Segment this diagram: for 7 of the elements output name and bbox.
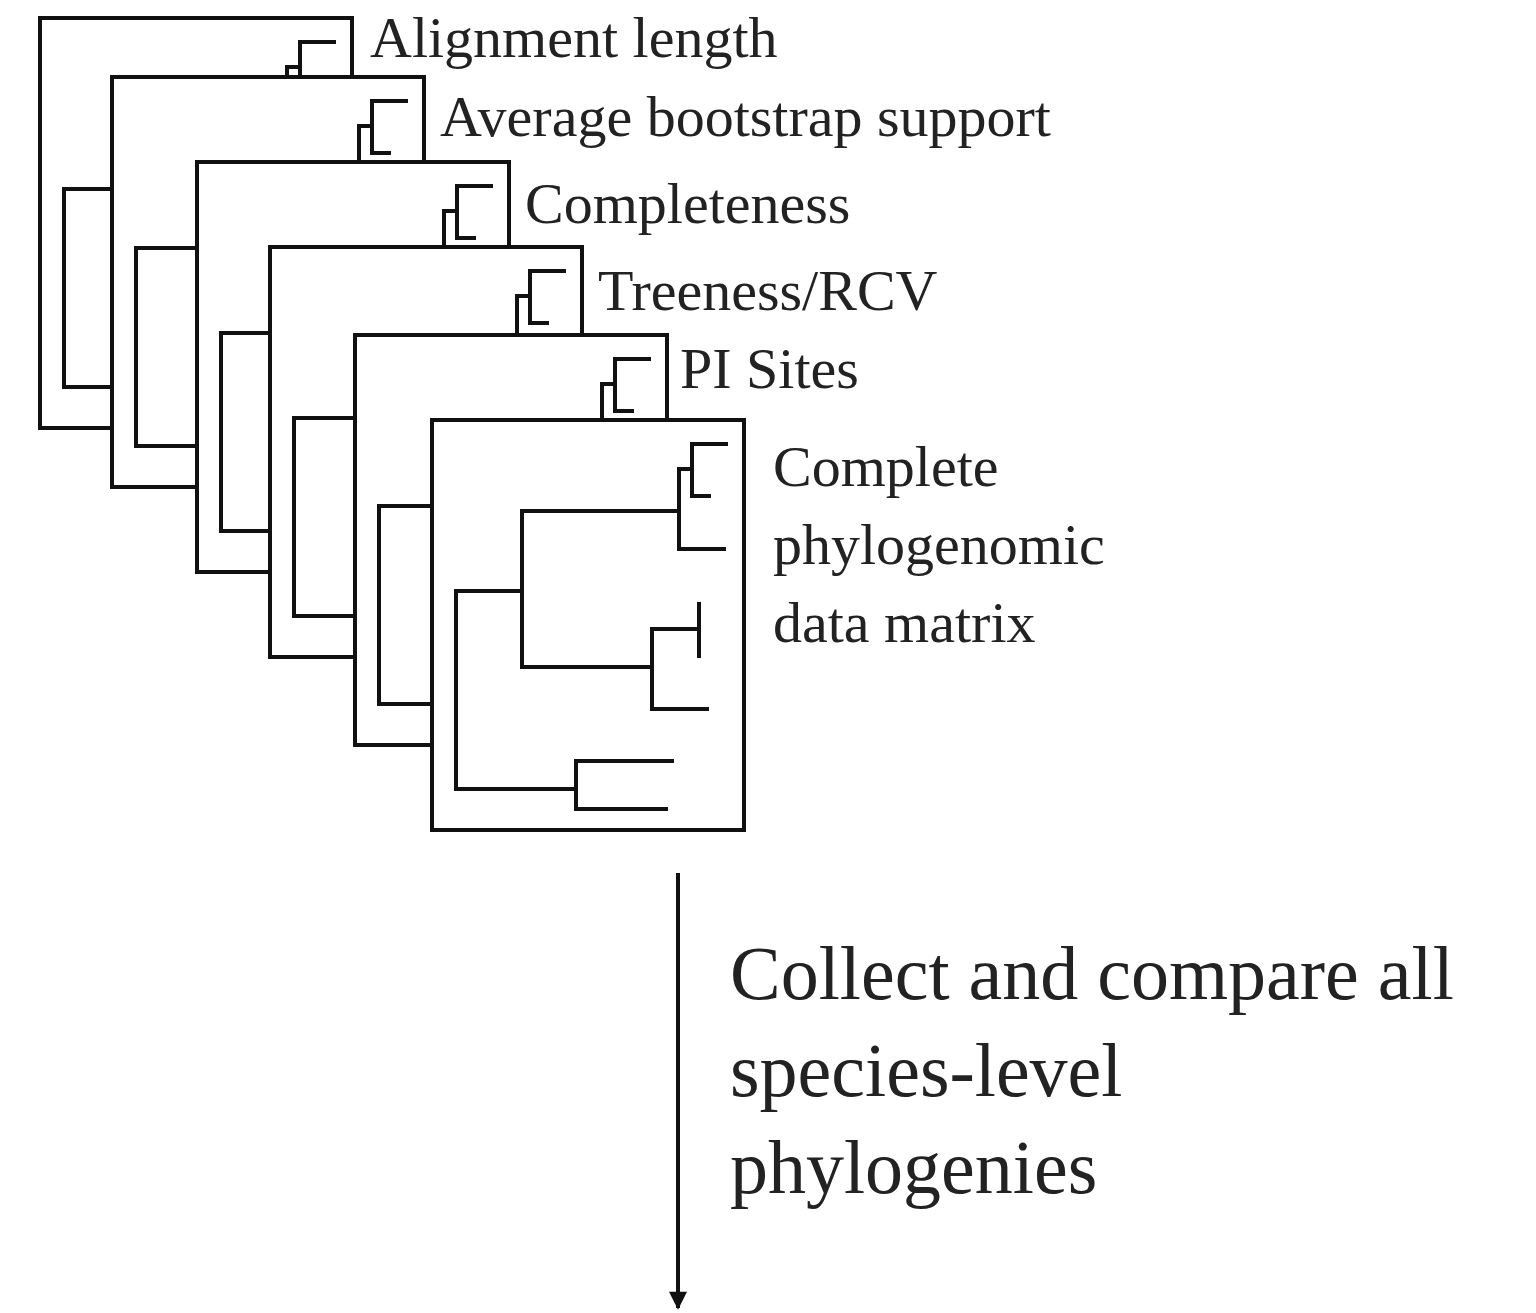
panel-heading: PI Sites (680, 337, 859, 401)
panel-heading: Average bootstrap support (440, 85, 1051, 149)
panel-heading: Completeness (525, 172, 851, 236)
panel-heading: Treeness/RCV (598, 259, 938, 323)
step-label: Collect and compare all species-level phylogenies (730, 930, 1455, 1211)
panel-heading: Alignment length (370, 6, 778, 70)
panel-heading: Complete phylogenomic data matrix (773, 433, 1106, 657)
